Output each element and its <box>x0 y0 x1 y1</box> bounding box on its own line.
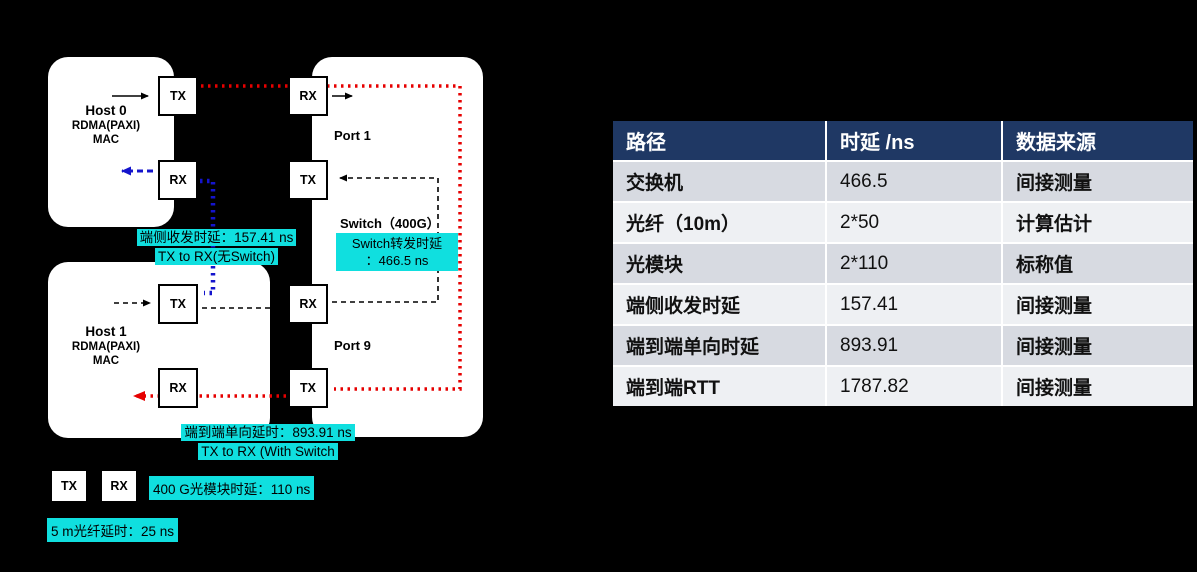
port1-tx-box: TX <box>288 160 328 200</box>
table-header-row: 路径 时延 /ns 数据来源 <box>613 121 1193 160</box>
host0-rx-box: RX <box>158 160 198 200</box>
port9-rx-box: RX <box>288 284 328 324</box>
latency-summary-table: 路径 时延 /ns 数据来源 交换机 466.5 间接测量 光纤（10m） 2*… <box>613 121 1193 406</box>
legend-rx-box: RX <box>100 469 138 503</box>
switch-delay-line1: Switch转发时延 <box>351 236 443 251</box>
cell-source: 间接测量 <box>1001 285 1193 324</box>
host0-sub1: RDMA(PAXI) <box>71 120 141 132</box>
host1-rx-box: RX <box>158 368 198 408</box>
table-row: 交换机 466.5 间接测量 <box>613 160 1193 201</box>
legend-tx-box: TX <box>50 469 88 503</box>
cell-source: 标称值 <box>1001 244 1193 283</box>
host1-label: Host 1 RDMA(PAXI) MAC <box>54 324 158 368</box>
host0-tx-box: TX <box>158 76 198 116</box>
cell-path: 端到端单向时延 <box>626 337 760 358</box>
cell-path: 光模块 <box>626 255 684 276</box>
table-row: 端到端单向时延 893.91 间接测量 <box>613 324 1193 365</box>
cell-delay: 157.41 <box>825 285 1001 324</box>
switch-label: Switch（400G） <box>340 216 440 231</box>
cell-delay: 2*50 <box>825 203 1001 242</box>
switch-delay-label: Switch转发时延 ：466.5 ns <box>336 233 458 271</box>
end-to-end-annotation: 端到端单向延时：893.91 ns TX to RX (With Switch <box>164 423 372 461</box>
side-delay-line1: 端侧收发时延：157.41 ns <box>136 229 297 246</box>
port9-label: Port 9 <box>334 338 371 353</box>
end-to-end-line2: TX to RX (With Switch <box>198 443 338 460</box>
side-delay-line2: TX to RX(无Switch) <box>154 248 279 265</box>
table-row: 光模块 2*110 标称值 <box>613 242 1193 283</box>
host1-sub2: MAC <box>92 355 120 367</box>
col-header-source: 数据来源 <box>1001 121 1193 160</box>
cell-path: 端到端RTT <box>626 378 720 399</box>
col-header-delay: 时延 /ns <box>825 121 1001 160</box>
red-switch-path <box>201 84 462 391</box>
host0-name: Host 0 <box>85 103 127 118</box>
port1-label: Port 1 <box>334 128 371 143</box>
cell-path: 光纤（10m） <box>626 214 741 235</box>
table-row: 端侧收发时延 157.41 间接测量 <box>613 283 1193 324</box>
table-row: 光纤（10m） 2*50 计算估计 <box>613 201 1193 242</box>
host0-label: Host 0 RDMA(PAXI) MAC <box>54 103 158 147</box>
col-header-path: 路径 <box>626 132 666 154</box>
cell-delay: 893.91 <box>825 326 1001 365</box>
port9-tx-box: TX <box>288 368 328 408</box>
side-delay-annotation: 端侧收发时延：157.41 ns TX to RX(无Switch) <box>114 228 319 266</box>
legend-module-delay: 400 G光模块时延：110 ns <box>149 476 315 500</box>
cell-source: 间接测量 <box>1001 367 1193 406</box>
legend-fiber-delay: 5 m光纤延时：25 ns <box>47 518 179 542</box>
cell-source: 计算估计 <box>1001 203 1193 242</box>
table-row: 端到端RTT 1787.82 间接测量 <box>613 365 1193 406</box>
switch-fabric-return-path <box>332 174 439 303</box>
cell-path: 端侧收发时延 <box>626 296 741 317</box>
host1-tx-box: TX <box>158 284 198 324</box>
cell-source: 间接测量 <box>1001 326 1193 365</box>
cell-source: 间接测量 <box>1001 162 1193 201</box>
host0-panel <box>48 57 174 227</box>
cell-delay: 1787.82 <box>825 367 1001 406</box>
port1-rx-box: RX <box>288 76 328 116</box>
cell-path: 交换机 <box>626 173 684 194</box>
host0-sub2: MAC <box>92 134 120 146</box>
cell-delay: 2*110 <box>825 244 1001 283</box>
end-to-end-line1: 端到端单向延时：893.91 ns <box>181 424 355 441</box>
cell-delay: 466.5 <box>825 162 1001 201</box>
host1-sub1: RDMA(PAXI) <box>71 341 141 353</box>
host1-name: Host 1 <box>85 324 127 339</box>
switch-delay-line2: ：466.5 ns <box>365 253 429 268</box>
